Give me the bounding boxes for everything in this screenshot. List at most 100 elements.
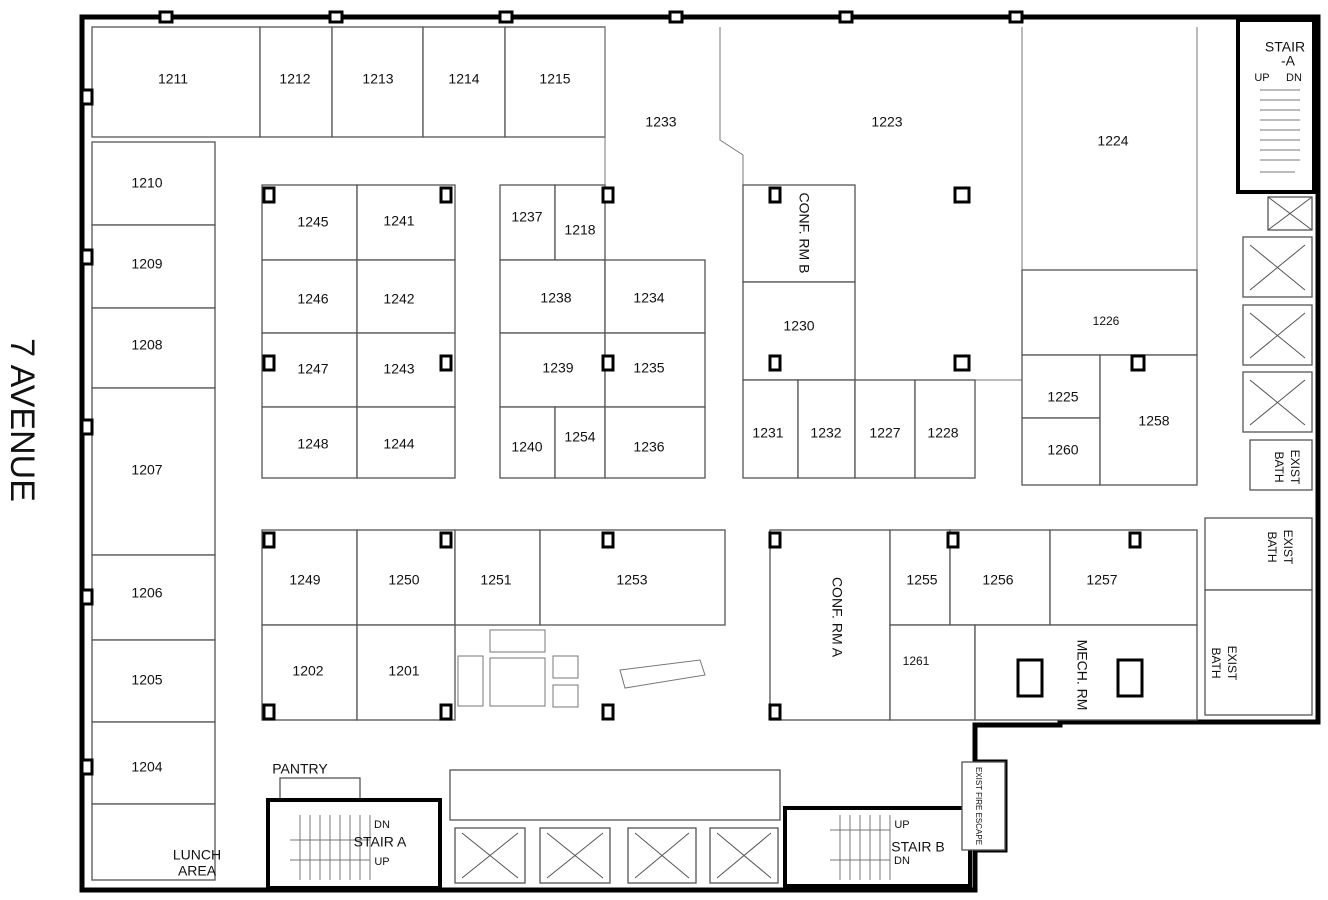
room-label: 1224 [1097, 133, 1128, 149]
room-1202[interactable] [261, 624, 358, 721]
room-label: 1255 [906, 572, 937, 588]
stair-label: -A [1281, 53, 1296, 69]
room-1248[interactable] [261, 406, 358, 479]
room-label: CONF. RM B [796, 193, 812, 274]
room-label: 1201 [388, 663, 419, 679]
room-1261[interactable] [889, 624, 976, 721]
room-label: 1210 [131, 175, 162, 191]
room-label: 1225 [1047, 389, 1078, 405]
room-1258[interactable] [1099, 354, 1198, 486]
room-label: 1212 [279, 71, 310, 87]
bath-label: BATH [1209, 647, 1223, 678]
room-1246[interactable] [261, 259, 358, 334]
room-label: 1246 [297, 291, 328, 307]
elevator [1267, 196, 1313, 231]
room-1207[interactable] [91, 387, 216, 556]
stair-treads [290, 89, 1300, 880]
elevator [1242, 304, 1313, 366]
room-1250[interactable] [356, 529, 456, 626]
stair-a-bottom[interactable] [266, 798, 442, 890]
room-1237[interactable] [499, 184, 556, 261]
room-label: 1207 [131, 462, 162, 478]
stair-a-top[interactable] [1236, 18, 1316, 194]
exist-fire-escape[interactable] [961, 761, 1006, 851]
room-1218[interactable] [554, 184, 606, 261]
room-1211[interactable] [91, 26, 261, 138]
room-1206[interactable] [91, 554, 216, 641]
room-label: 1232 [810, 425, 841, 441]
room-1236[interactable] [604, 406, 706, 479]
room-1244[interactable] [356, 406, 456, 479]
elevator [1242, 236, 1313, 298]
room-label: 1223 [871, 114, 902, 130]
elevators [454, 196, 1313, 884]
room-label: 1213 [362, 71, 393, 87]
exist-bath-2[interactable] [1204, 517, 1313, 591]
room-label: MECH. RM [1074, 640, 1090, 711]
room-label: AREA [178, 863, 217, 879]
room-1208[interactable] [91, 307, 216, 389]
conf-room-a[interactable] [769, 529, 891, 721]
reception-desk [619, 659, 706, 689]
room-label: 1242 [383, 291, 414, 307]
room-1247[interactable] [261, 332, 358, 408]
conf-room-b[interactable] [742, 184, 856, 283]
table [489, 657, 546, 707]
stair-label: STAIR B [891, 839, 944, 855]
elevator [454, 827, 526, 884]
stair-label: DN [1286, 72, 1302, 84]
room-1257[interactable] [1049, 529, 1198, 626]
room-1249[interactable] [261, 529, 358, 626]
lunch-area[interactable] [91, 803, 216, 881]
room-1245[interactable] [261, 184, 358, 261]
room-label: 1256 [982, 572, 1013, 588]
room-1256[interactable] [949, 529, 1051, 626]
room-1228[interactable] [914, 379, 976, 479]
room-label: 1238 [540, 290, 571, 306]
room-1201[interactable] [356, 624, 456, 721]
room-label: 1244 [383, 436, 414, 452]
stair-label: UP [1254, 72, 1269, 84]
room-1241[interactable] [356, 184, 456, 261]
room-1238[interactable] [499, 259, 606, 334]
room-label: 1204 [131, 759, 162, 775]
bath-label: BATH [1272, 451, 1286, 482]
elevator [627, 827, 697, 884]
room-1253[interactable] [539, 529, 726, 626]
room-1204[interactable] [91, 721, 216, 805]
room-1232[interactable] [797, 379, 856, 479]
room-1230[interactable] [742, 281, 856, 381]
bath-label: EXIST [1225, 646, 1239, 681]
room-label: 1230 [783, 318, 814, 334]
mech-room[interactable] [974, 624, 1198, 721]
room-1234[interactable] [604, 259, 706, 334]
room-label: 1243 [383, 361, 414, 377]
exist-bath-3[interactable] [1204, 589, 1313, 716]
stair-label: UP [894, 819, 909, 831]
stair-label: UP [374, 856, 389, 868]
pantry[interactable] [279, 777, 361, 801]
room-1255[interactable] [889, 529, 951, 626]
room-1209[interactable] [91, 224, 216, 309]
mech-unit [1016, 658, 1044, 698]
sofa [457, 655, 484, 707]
room-1213[interactable] [331, 26, 424, 138]
room-1212[interactable] [259, 26, 333, 138]
room-1226[interactable] [1021, 269, 1198, 356]
bath-label: BATH [1265, 531, 1279, 562]
room-label: 1226 [1093, 314, 1120, 328]
room-1242[interactable] [356, 259, 456, 334]
room-labels: 1211 1212 1213 1214 1215 1233 1223 1224 … [131, 39, 1305, 879]
room-label: 1215 [539, 71, 570, 87]
exist-bath-1[interactable] [1249, 439, 1313, 491]
room-1235[interactable] [604, 332, 706, 408]
room-1225[interactable] [1021, 354, 1101, 419]
room-label: PANTRY [272, 761, 328, 777]
room-label: CONF. RM A [829, 577, 845, 658]
stair-label: STAIR A [354, 834, 407, 850]
stair-label: DN [374, 819, 390, 831]
room-1243[interactable] [356, 332, 456, 408]
room-1239[interactable] [499, 332, 606, 408]
room-label: 1258 [1138, 413, 1169, 429]
